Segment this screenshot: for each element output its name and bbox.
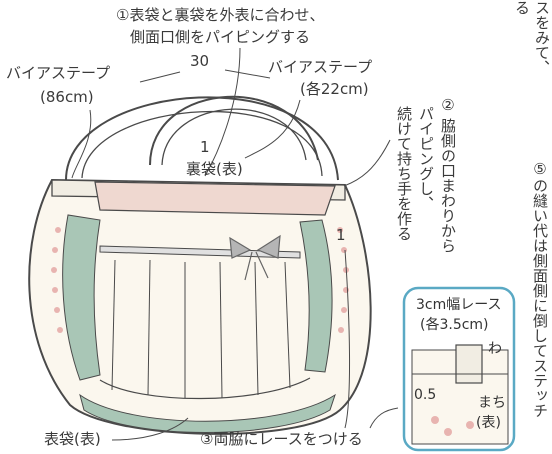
leader-step3 (344, 249, 351, 429)
bias-left-line1: バイアステープ (6, 64, 111, 82)
step2-col4: 続けて持ち手を作る (395, 106, 413, 241)
cut-text-col1: スをみて、 (533, 0, 551, 75)
dim-30-line-left (139, 71, 181, 83)
leader-inset (369, 407, 399, 429)
leader-outer (111, 417, 189, 441)
inset-title-line2: (各3.5cm) (420, 317, 489, 333)
handle-front-inner (81, 110, 323, 179)
dim-30: 30 (190, 52, 210, 70)
step1-line2: 側面口側をパイピングする (130, 28, 311, 46)
lace-left (51, 227, 63, 333)
lining (94, 181, 336, 216)
leader-bias-right (244, 99, 301, 159)
skirt-folds (111, 259, 291, 399)
step2-col1: ② (439, 96, 457, 114)
skirt-hem (99, 377, 311, 400)
inset-fold-mark: わ (488, 341, 502, 357)
leader-bias-left (71, 109, 92, 179)
step3-label: ③両脇にレースをつける (200, 430, 363, 448)
inset-dim-05: 0.5 (414, 387, 437, 403)
ribbon-bow (229, 234, 281, 281)
leader-step2 (343, 139, 391, 187)
inset-title-line1: 3cm幅レース (416, 297, 502, 313)
bias-right-line1: バイアステープ (268, 58, 373, 76)
bias-right-line2: (各22cm) (300, 80, 369, 98)
bias-left-line2: (86cm) (40, 88, 94, 106)
inset-lace (455, 344, 483, 384)
dim-30-line-right (224, 69, 271, 79)
bottom-band (79, 393, 336, 433)
outer-label: 表袋(表) (44, 430, 101, 448)
step1-line1: ①表袋と裏袋を外表に合わせ、 (116, 6, 325, 24)
inset-gusset-line1: まち (478, 395, 506, 411)
handle-back-inner (161, 108, 307, 166)
inset-flowers (431, 416, 474, 436)
dim-1-top: 1 (200, 138, 210, 156)
leader-step1 (204, 47, 241, 177)
bag-body (28, 178, 372, 435)
step2-col2: 脇側の口まわりから (439, 118, 457, 253)
step2-col3: パイピングし、 (417, 106, 435, 211)
handle-front (65, 96, 339, 181)
dim-1-side: 1 (336, 226, 346, 244)
step5: ⑤の縫い代は側面側に倒してステッチ (531, 160, 549, 418)
side-panel-left (62, 214, 101, 381)
cut-text-col2: る (513, 0, 531, 15)
inset-gusset-line2: (表) (476, 415, 501, 431)
lining-label: 裏袋(表) (186, 160, 243, 178)
side-panel-right (299, 219, 333, 373)
